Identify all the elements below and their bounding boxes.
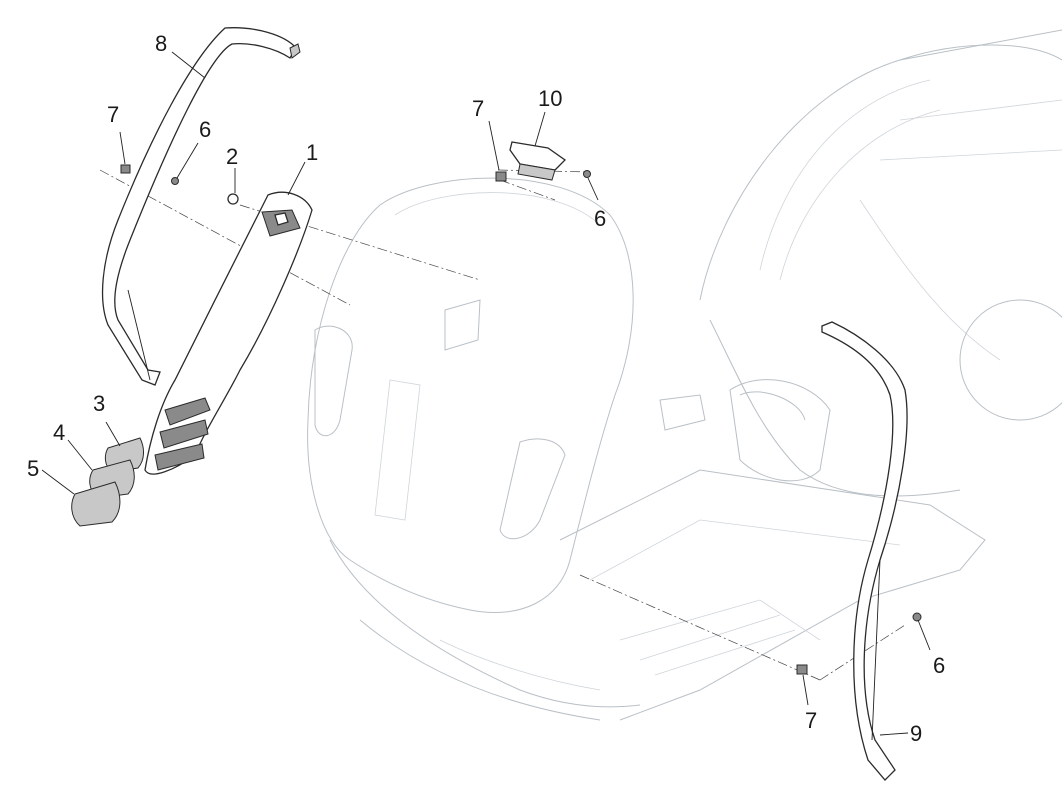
part-10-bracket (509, 141, 567, 181)
callout-7-bottom: 7 (805, 708, 818, 733)
part-2-screw (227, 193, 239, 205)
part-6-screw-right (912, 612, 922, 622)
grille-inserts (71, 437, 144, 527)
part-5-insert (71, 481, 121, 527)
part-8-left-trim (101, 27, 301, 386)
callout-2: 2 (226, 144, 239, 169)
part-7-nut-left (120, 164, 131, 174)
part-6-screw-top (583, 170, 591, 178)
callout-9: 9 (910, 721, 923, 746)
callout-7-top: 7 (472, 96, 485, 121)
part-3-insert (104, 437, 144, 473)
part-9-right-trim (821, 321, 908, 781)
assembly-lines (99, 169, 906, 681)
callout-6-right: 6 (933, 653, 946, 678)
callout-4: 4 (53, 420, 66, 445)
callout-10: 10 (538, 86, 563, 111)
scooter-body-outline (307, 29, 1062, 721)
callout-leaders (41, 51, 931, 736)
callout-6-top: 6 (594, 206, 607, 231)
part-6-screw-left (171, 177, 179, 185)
callout-6-left: 6 (199, 117, 212, 142)
part-7-nut-top (495, 171, 507, 182)
callout-8: 8 (155, 31, 168, 56)
callout-7-left: 7 (107, 102, 120, 127)
callout-5: 5 (27, 456, 40, 481)
fasteners (120, 164, 922, 675)
callout-3: 3 (93, 391, 106, 416)
part-7-nut-bottom (796, 664, 808, 675)
callout-1: 1 (306, 140, 319, 165)
part-1-horn-cover (144, 191, 313, 475)
